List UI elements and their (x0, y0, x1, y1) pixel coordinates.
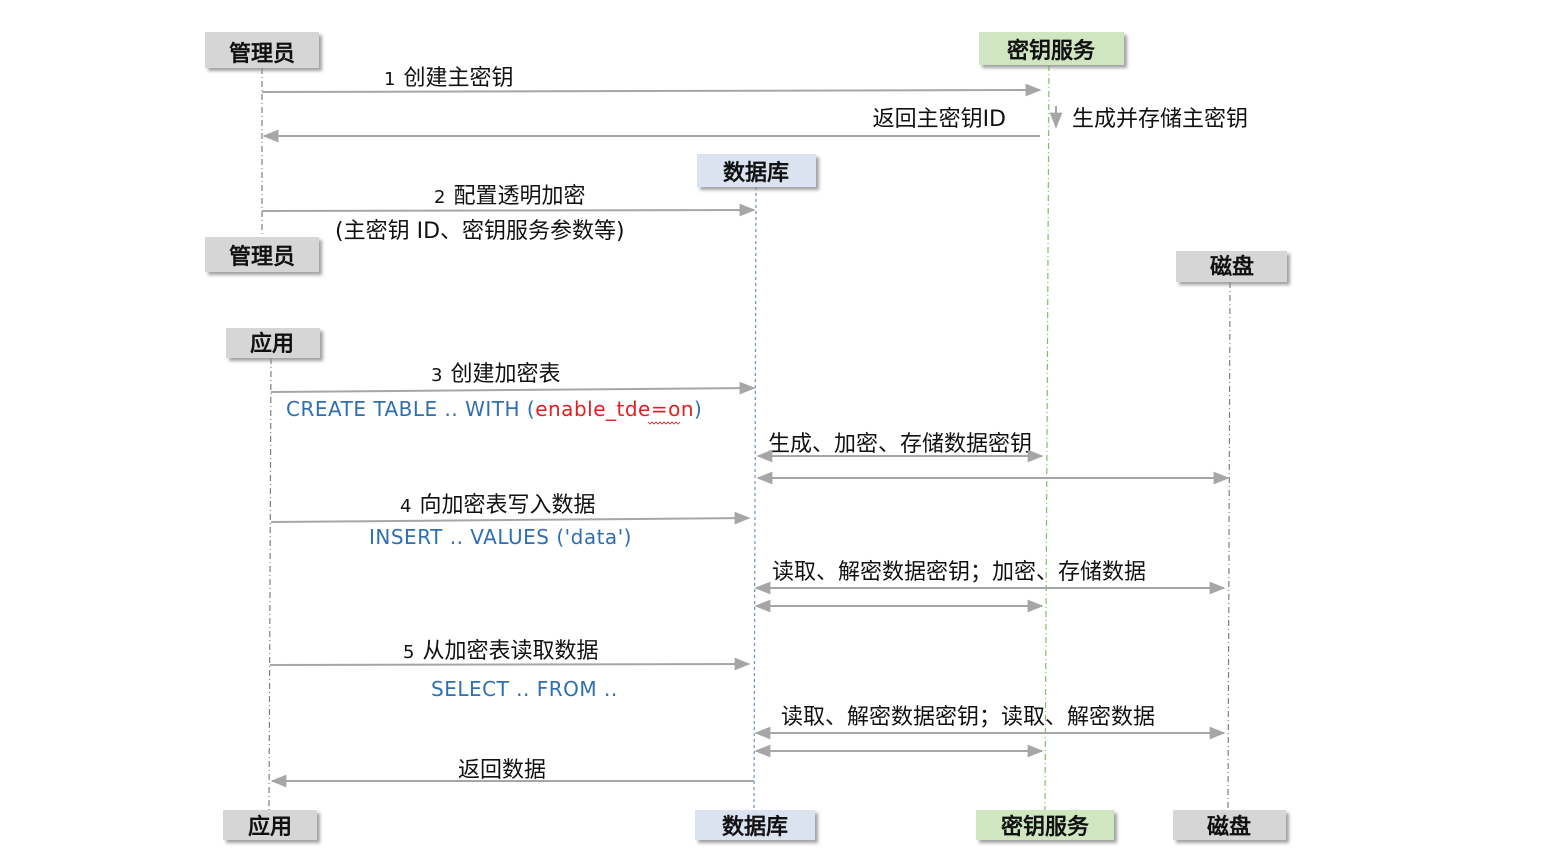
app-label: 应用 (248, 814, 292, 840)
disk-lifeline (1227, 281, 1231, 811)
arrow-create-master-key (261, 83, 1042, 97)
participant-admin-top: 管理员 (205, 32, 319, 68)
participant-db-top: 数据库 (697, 154, 816, 187)
participant-kms-bottom: 密钥服务 (976, 810, 1114, 840)
arrow-write-data (270, 511, 751, 525)
read-decrypt-encrypt-store-label: 读取、解密数据密钥；加密、存储数据 (772, 560, 1146, 585)
db-lifeline (753, 186, 757, 811)
disk-label: 磁盘 (1210, 254, 1254, 280)
participant-disk-bottom: 磁盘 (1173, 810, 1286, 840)
db-label: 数据库 (722, 814, 788, 840)
arrow-create-encrypted-table (270, 381, 756, 395)
spellcheck-squiggle (647, 421, 681, 425)
admin-label: 管理员 (229, 244, 295, 270)
kms-label: 密钥服务 (1001, 814, 1090, 840)
participant-app-top: 应用 (226, 328, 320, 358)
participant-app-bottom: 应用 (223, 810, 317, 840)
generate-store-master-key-label: 生成并存储主密钥 (1072, 107, 1248, 132)
step3-sql: CREATE TABLE .. WITH (enable_tde=on) (286, 397, 702, 421)
participant-kms-top: 密钥服务 (979, 32, 1124, 65)
return-master-key-id-label: 返回主密钥ID (873, 107, 1006, 132)
app-lifeline (268, 357, 272, 811)
admin-label: 管理员 (229, 41, 295, 67)
step5-sql: SELECT .. FROM .. (431, 677, 618, 701)
participant-admin-bottom: 管理员 (205, 237, 319, 272)
participant-db-bottom: 数据库 (695, 810, 815, 840)
read-decrypt-key-read-decrypt-data-label: 读取、解密数据密钥；读取、解密数据 (781, 705, 1155, 730)
participant-disk-top: 磁盘 (1176, 251, 1287, 282)
app-label: 应用 (250, 331, 294, 357)
db-label: 数据库 (723, 160, 789, 186)
arrow-configure-tde (261, 203, 756, 217)
step2-params-label: (主密钥 ID、密钥服务参数等) (335, 219, 625, 244)
generate-encrypt-store-data-key-label: 生成、加密、存储数据密钥 (768, 432, 1032, 457)
kms-lifeline (1044, 64, 1050, 811)
arrow-read-data (269, 657, 751, 671)
return-data-label: 返回数据 (458, 758, 546, 783)
kms-label: 密钥服务 (1007, 38, 1096, 64)
step4-sql: INSERT .. VALUES ('data') (369, 525, 632, 549)
disk-label: 磁盘 (1207, 814, 1251, 840)
